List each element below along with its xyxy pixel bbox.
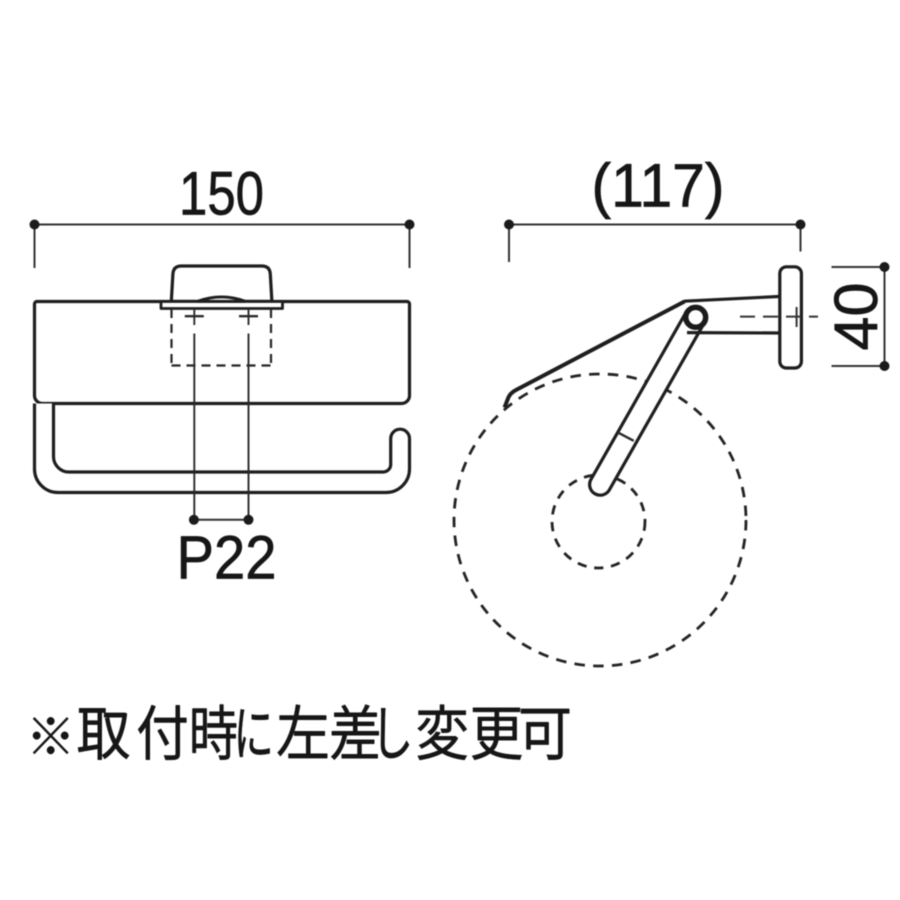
front-paper-bar (32, 403, 412, 495)
depth-dim-dot-right (795, 219, 806, 230)
plate-height-dimension: 40 (822, 262, 890, 371)
depth-dimension-text: (117) (592, 152, 725, 220)
width-dimension: 150 (29, 159, 415, 268)
swing-bar-joint-tick (617, 431, 635, 442)
hinge-ring (683, 304, 709, 330)
note-text: ※取付時に左差し変更可 (30, 704, 637, 767)
width-dim-dot-left (29, 219, 40, 230)
depth-dim-dot-left (504, 219, 514, 230)
pitch-dimension-text: P22 (177, 524, 277, 592)
plate-height-extension-lines (831, 266, 887, 367)
front-spindle-hump (196, 295, 247, 303)
front-body (32, 299, 412, 406)
paper-roll-core (550, 473, 647, 570)
width-extension-lines (33, 228, 411, 268)
note-glyphs (32, 704, 570, 761)
side-cover-flap (502, 299, 686, 409)
note: ※取付時に左差し変更可 (30, 704, 637, 767)
paper-roll-outline (452, 372, 748, 668)
side-view (452, 265, 818, 668)
width-dim-dot-right (404, 219, 415, 230)
front-view (32, 264, 412, 520)
hole-pitch-dimension: P22 (176, 514, 277, 592)
width-dimension-text: 150 (179, 160, 264, 228)
side-wall-arm (683, 294, 782, 335)
side-swing-bar (588, 310, 707, 497)
pitch-dim-dot-left (188, 514, 199, 525)
depth-extension-lines (508, 228, 802, 262)
plate-height-dimension-text: 40 (822, 283, 890, 351)
front-hidden-bracket (170, 309, 273, 367)
depth-dimension: (117) (504, 151, 806, 262)
front-mount-cap (169, 264, 274, 304)
plate-height-dot-bottom (879, 361, 890, 371)
pitch-dim-dot-right (243, 514, 254, 525)
plate-height-dot-top (879, 262, 890, 272)
